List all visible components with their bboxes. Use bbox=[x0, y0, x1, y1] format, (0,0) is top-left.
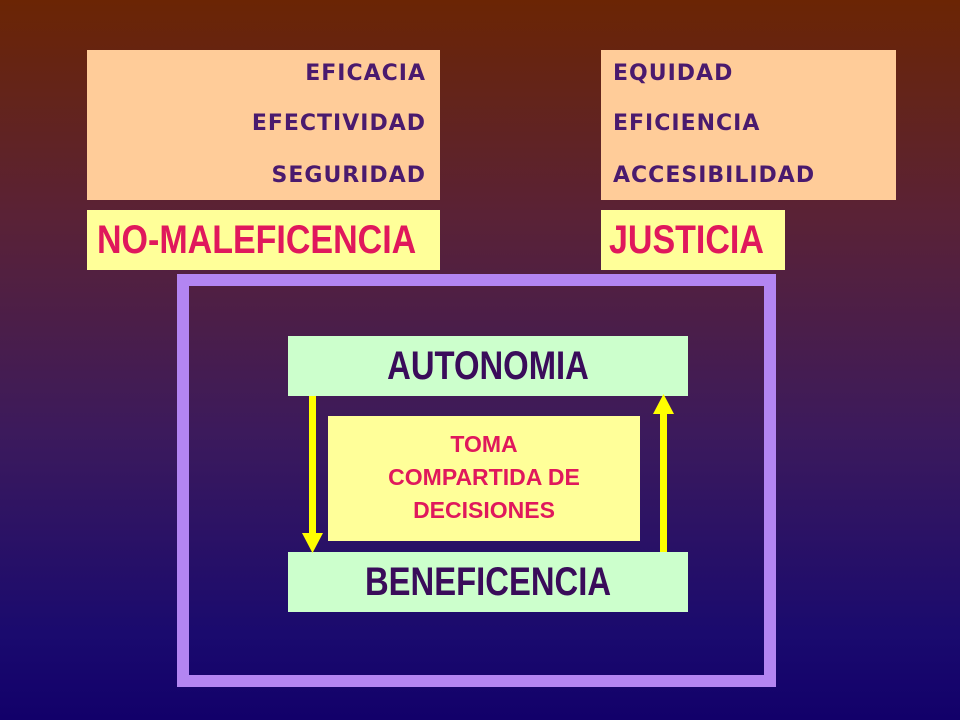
criteria-item: EFICACIA bbox=[305, 61, 426, 86]
up-arrow-icon bbox=[653, 394, 674, 552]
shared-decision-line: DECISIONES bbox=[413, 497, 555, 523]
beneficencia-box: BENEFICENCIA bbox=[288, 552, 688, 612]
shared-decision-line: COMPARTIDA DE bbox=[388, 464, 580, 490]
left-criteria-box: EFICACIA EFECTIVIDAD SEGURIDAD bbox=[87, 50, 440, 200]
criteria-item: EFECTIVIDAD bbox=[251, 111, 426, 136]
criteria-item: EFICIENCIA bbox=[613, 111, 761, 136]
shared-decision-line: TOMA bbox=[450, 431, 518, 457]
criteria-item: ACCESIBILIDAD bbox=[613, 163, 816, 188]
shared-decision-box: TOMA COMPARTIDA DE DECISIONES bbox=[328, 416, 640, 541]
no-maleficencia-label: NO-MALEFICENCIA bbox=[97, 217, 417, 262]
justicia-label: JUSTICIA bbox=[609, 217, 764, 262]
down-arrow-icon bbox=[302, 396, 323, 553]
criteria-item: EQUIDAD bbox=[613, 61, 734, 86]
autonomia-label: AUTONOMIA bbox=[387, 344, 589, 388]
criteria-item: SEGURIDAD bbox=[271, 163, 426, 188]
autonomia-box: AUTONOMIA bbox=[288, 336, 688, 396]
beneficencia-label: BENEFICENCIA bbox=[364, 560, 612, 604]
no-maleficencia-box: NO-MALEFICENCIA bbox=[87, 210, 440, 270]
justicia-box: JUSTICIA bbox=[601, 210, 785, 270]
right-criteria-box: EQUIDAD EFICIENCIA ACCESIBILIDAD bbox=[601, 50, 896, 200]
principles-frame bbox=[177, 274, 776, 687]
